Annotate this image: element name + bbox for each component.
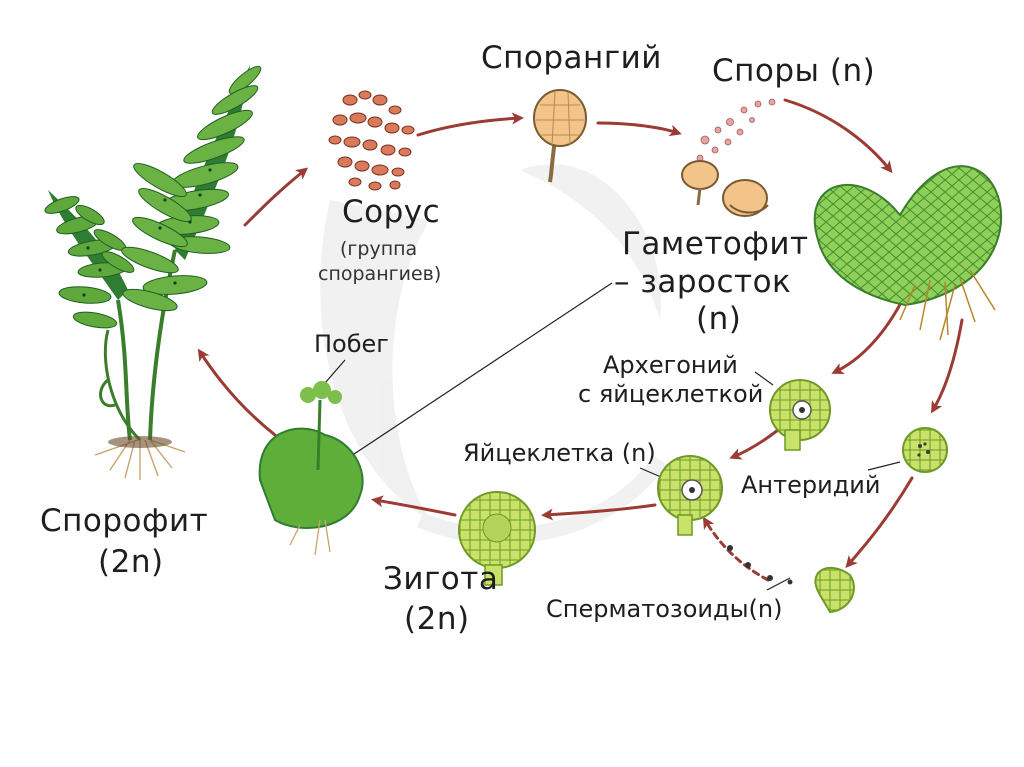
label-sperm: Сперматозоиды(n): [546, 597, 782, 622]
label-zygote-1: Зигота: [383, 563, 498, 596]
label-sporophyte-1: Спорофит: [40, 505, 208, 538]
sorus-icon: [329, 91, 414, 190]
spores-icon: [682, 99, 775, 216]
arrow-gametophyte-to-archegonium: [835, 295, 905, 372]
arrow-sporophyte-to-sorus: [245, 170, 305, 225]
label-archegonium-1: Архегоний: [603, 353, 738, 378]
label-gametophyte-1: Гаметофит: [622, 228, 809, 261]
arrow-sperm-to-egg: [705, 520, 768, 580]
arrow-sorus-to-sporangium: [418, 118, 520, 135]
antheridium-icon: [903, 428, 947, 472]
label-sporangium: Спорангий: [481, 42, 662, 75]
arrow-sporangium-to-spores: [598, 123, 678, 133]
label-antheridium: Антеридий: [741, 473, 880, 498]
label-archegonium-2: с яйцеклеткой: [578, 382, 763, 407]
gametophyte-icon: [815, 166, 1001, 340]
label-sorus-note-1: (группа: [340, 240, 417, 260]
archegonium-icon: [770, 380, 830, 450]
label-gametophyte-2: – заросток: [614, 266, 791, 299]
label-sorus: Сорус: [342, 196, 440, 229]
arrow-archegonium-to-egg: [733, 430, 778, 457]
label-spores: Споры (n): [712, 55, 875, 88]
label-sorus-note-2: спорангиев): [318, 265, 441, 285]
egg-cell-archegonium-icon: [658, 456, 722, 535]
label-shoot: Побег: [314, 332, 389, 357]
fern-sporophyte-icon: [43, 63, 264, 480]
label-gametophyte-3: (n): [696, 303, 741, 336]
arrow-spores-to-gametophyte: [785, 100, 890, 170]
label-zygote-2: (2n): [404, 603, 470, 636]
label-egg-cell: Яйцеклетка (n): [463, 441, 656, 466]
arrow-shoot-to-sporophyte: [200, 352, 275, 435]
label-sporophyte-2: (2n): [98, 546, 164, 579]
